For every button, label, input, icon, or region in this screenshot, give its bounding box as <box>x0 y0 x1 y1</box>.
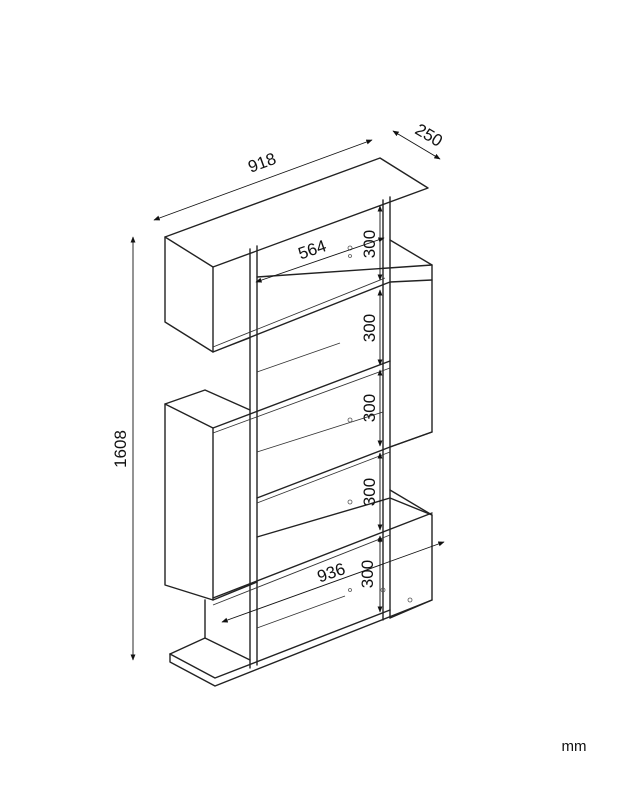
shelf-height-4-label: 300 <box>360 478 379 506</box>
depth-label: 250 <box>412 120 446 151</box>
dimension-lines <box>130 130 445 661</box>
top-left-box-side <box>164 236 214 353</box>
units-label: mm <box>562 738 587 755</box>
shelf-height-2-label: 300 <box>360 314 379 342</box>
pin-hole <box>347 417 353 423</box>
base-panel <box>169 599 433 687</box>
shelf-1 <box>212 279 433 353</box>
bookshelf-outline <box>164 157 433 687</box>
inner-width-dimension-line <box>255 237 385 283</box>
inner-width-label: 564 <box>296 236 329 263</box>
width-top-label: 918 <box>246 149 279 177</box>
width-bottom-dimension-line <box>221 541 445 623</box>
dimension-labels: 918 250 1608 564 936 300 300 300 300 300 <box>111 120 446 588</box>
shelf-3 <box>256 431 433 499</box>
right-upper-box <box>389 239 433 448</box>
pin-hole <box>347 499 353 505</box>
left-middle-box-side <box>164 403 214 601</box>
pin-hole <box>407 597 413 603</box>
width-top-dimension-line <box>153 139 373 221</box>
pin-hole <box>348 254 352 258</box>
left-middle-box-top <box>164 389 251 411</box>
height-label: 1608 <box>111 430 130 468</box>
shelf-2 <box>212 360 391 429</box>
shelf-height-5-label: 300 <box>358 560 377 588</box>
depth-dimension-line <box>392 130 441 160</box>
shelf-height-1-label: 300 <box>360 230 379 258</box>
pin-hole <box>348 588 352 592</box>
shelf-height-3-label: 300 <box>360 394 379 422</box>
